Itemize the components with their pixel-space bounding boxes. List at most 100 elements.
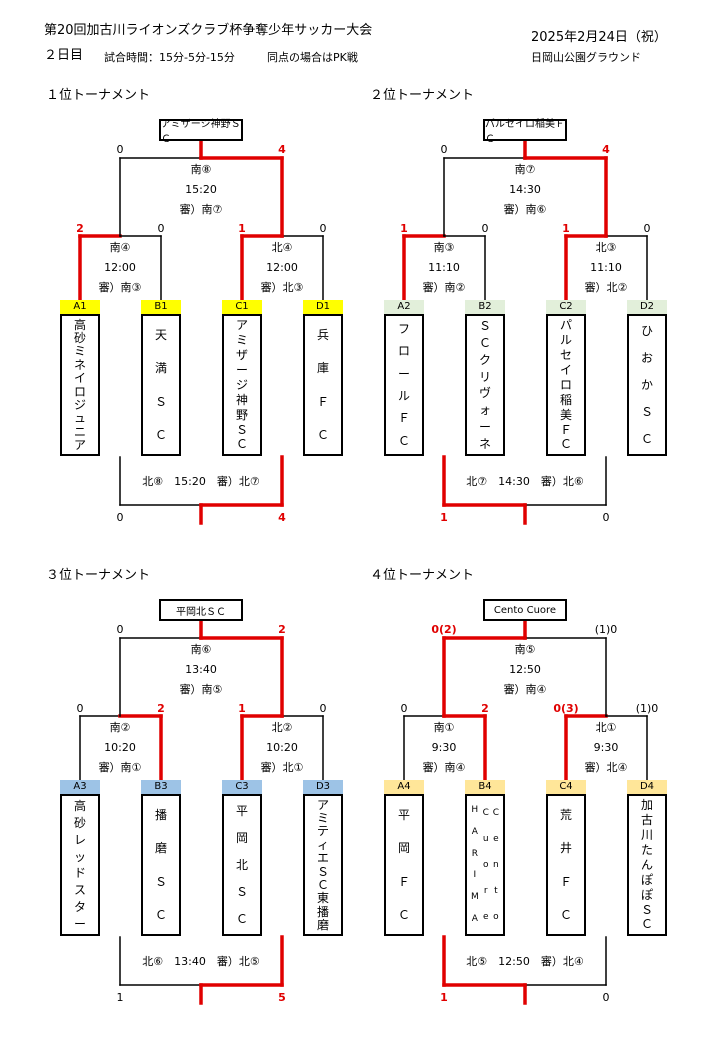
team-name-char: 荒 <box>559 807 572 822</box>
team-name-char: Ｃ <box>640 431 653 446</box>
seed-label: A3 <box>60 780 100 794</box>
semi-left-score: 1 <box>562 222 570 235</box>
team-name-char: Ｃ <box>478 336 491 351</box>
team-name-char: ひ <box>640 324 653 339</box>
seed-label: D4 <box>627 780 667 794</box>
team-name-char: セ <box>559 348 572 363</box>
semi-match-name: 北④ <box>271 241 293 254</box>
third-place-label: 北⑦ 14:30 審）北⑥ <box>466 475 584 488</box>
final-referee: 審）南⑦ <box>179 203 223 216</box>
team-name-char: A <box>471 826 478 837</box>
team-name-char: I <box>473 870 477 881</box>
semi-match-time: 11:10 <box>428 261 460 274</box>
team-name-char: エ <box>316 851 329 866</box>
third-left-score: 1 <box>116 991 124 1004</box>
team-name-char: ル <box>397 389 410 404</box>
team-name-char: 加 <box>640 798 653 813</box>
team-name-char: 兵 <box>316 327 329 342</box>
bracket-title: ３位トーナメント <box>46 568 151 583</box>
team-name-char: フ <box>397 322 410 337</box>
venue: 日岡山公園グラウンド <box>531 51 641 64</box>
semi-right-score: (1)0 <box>635 702 659 715</box>
team-name-char: 井 <box>559 841 572 856</box>
team-name-char: Ｓ <box>478 319 491 334</box>
third-right-score: 0 <box>602 511 610 524</box>
final-right-score: 4 <box>278 143 286 156</box>
team-name-char: ニ <box>73 424 86 439</box>
final-referee: 審）南⑥ <box>503 203 547 216</box>
team-name-char: ア <box>235 318 248 333</box>
final-match-name: 南⑦ <box>514 163 536 176</box>
team-name-char: Ｃ <box>235 911 248 926</box>
team-name-char: 播 <box>316 904 329 919</box>
team-name-char: ぽ <box>640 887 653 902</box>
team-name-char: レ <box>73 832 86 847</box>
bracket-title: ４位トーナメント <box>370 568 475 583</box>
team-name-char: t <box>494 885 498 896</box>
team-name-char: ル <box>559 333 572 348</box>
semi-referee: 審）南① <box>98 761 142 774</box>
team-name-char: ヴ <box>478 386 491 401</box>
tie-rule: 同点の場合はPK戦 <box>267 51 358 64</box>
seed-label: C3 <box>222 780 262 794</box>
team-name-char: Ｃ <box>154 428 167 443</box>
semi-match-name: 北① <box>595 721 617 734</box>
final-left-score: 0(2) <box>431 623 457 636</box>
team-name-char: イ <box>559 363 572 378</box>
team-name-char: u <box>482 833 489 844</box>
team-name-char: Ｃ <box>397 433 410 448</box>
team-name-char: ミ <box>73 344 86 359</box>
team-name-char: e <box>493 833 499 844</box>
team-name-char: 野 <box>235 407 248 422</box>
team-name-char: ジ <box>73 398 86 413</box>
semi-match-time: 9:30 <box>431 741 457 754</box>
team-name-char: ん <box>640 857 653 872</box>
team-name-char: ォ <box>478 403 491 418</box>
team-name-char: ネ <box>478 436 491 451</box>
team-name-char: Ｃ <box>559 437 572 452</box>
team-name-char: イ <box>73 371 86 386</box>
semi-match-time: 12:00 <box>266 261 298 274</box>
team-name-char: 砂 <box>73 816 86 831</box>
team-name-char: 古 <box>640 813 653 828</box>
semi-match-name: 北③ <box>595 241 617 254</box>
third-right-score: 4 <box>278 511 286 524</box>
team-name-char: Ｃ <box>154 908 167 923</box>
semi-match-time: 10:20 <box>266 741 298 754</box>
seed-label: B3 <box>141 780 181 794</box>
semi-right-score: 0 <box>481 222 489 235</box>
team-name-char: A <box>471 913 478 924</box>
semi-match-time: 11:10 <box>590 261 622 274</box>
team-name-char: ク <box>478 352 491 367</box>
final-match-name: 南⑧ <box>190 163 212 176</box>
team-name-char: Ｓ <box>316 864 329 879</box>
team-name-char: ィ <box>316 837 329 852</box>
semi-referee: 審）北② <box>584 281 628 294</box>
team-name-char: Ｓ <box>235 884 248 899</box>
team-name-char: Ｆ <box>559 422 572 437</box>
team-name-char: ジ <box>235 377 248 392</box>
team-name-char: ー <box>478 419 491 434</box>
team-name-char: Ｓ <box>154 874 167 889</box>
team-name-char: 磨 <box>316 918 329 933</box>
team-name-char: ザ <box>235 348 248 363</box>
final-match-time: 12:50 <box>509 663 541 676</box>
champion-box: Cento Cuore <box>483 599 567 621</box>
final-left-score: 0 <box>440 143 448 156</box>
seed-label: C4 <box>546 780 586 794</box>
champion-box: 平岡北ＳＣ <box>159 599 243 621</box>
team-name-char: ュ <box>73 411 86 426</box>
final-right-score: (1)0 <box>594 623 618 636</box>
team-name-char: パ <box>559 318 572 333</box>
team-name-char: 稲 <box>559 392 572 407</box>
team-name-char: C <box>482 807 489 818</box>
semi-referee: 審）南③ <box>98 281 142 294</box>
team-name-char: 北 <box>235 857 248 872</box>
